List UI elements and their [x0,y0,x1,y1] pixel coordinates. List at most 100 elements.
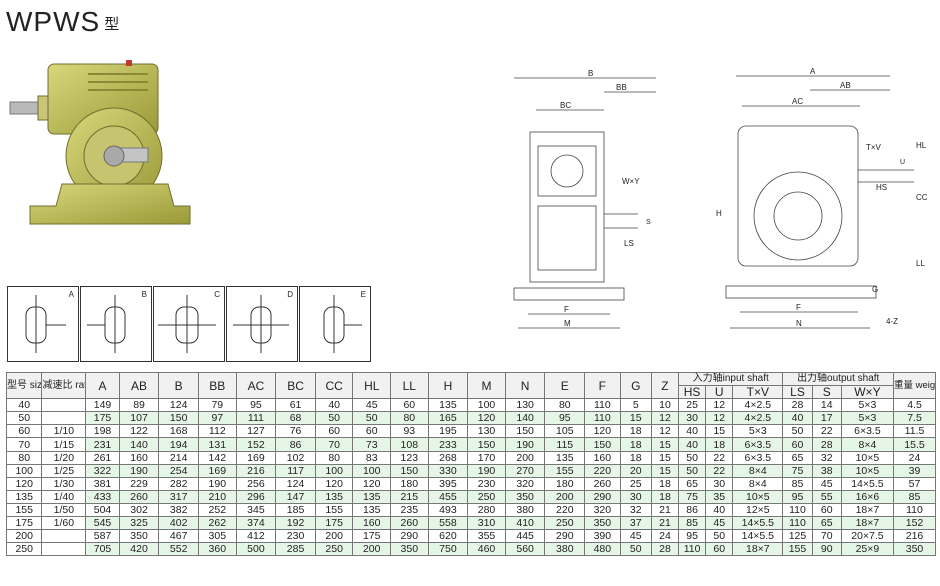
title-suffix: 型 [104,16,121,34]
gearbox-photo [9,60,191,225]
dim-cc: CC [916,193,928,202]
table-cell: 445 [504,529,546,544]
table-cell: 350 [893,542,936,557]
table-cell: 220 [544,502,586,518]
table-cell: 86 [678,502,707,518]
table-cell: 18 [619,450,652,465]
table-cell-size: 250 [5,542,43,557]
dim-bb: BB [616,83,627,92]
table-cell: 57 [893,476,936,491]
table-cell: 290 [390,529,429,544]
table-cell: 40 [705,502,734,518]
table-cell-size: 80 [5,450,43,465]
header-col-ac: AC [235,371,277,400]
table-cell: 50 [705,529,734,544]
table-cell: 73 [352,437,392,452]
config-box-d: D [226,286,298,362]
table-cell: 85 [893,489,936,504]
table-cell: 83 [352,450,392,465]
table-cell: 230 [467,476,506,491]
table-cell-ratio: 1/50 [41,502,87,518]
table-cell: 65 [811,516,842,531]
table-cell: 380 [544,542,586,557]
table-cell: 50 [352,411,392,426]
table-cell: 15 [650,450,680,465]
table-cell: 160 [352,516,392,531]
table-cell: 190 [118,463,160,478]
table-cell: 105 [544,424,586,439]
dim-wxy: W×Y [622,177,640,186]
table-cell: 130 [467,424,506,439]
config-diagram-a [25,295,66,353]
table-cell: 150 [158,411,200,426]
table-cell: 230 [275,529,316,544]
table-cell: 229 [118,476,160,491]
table-cell: 285 [275,542,316,557]
table-cell: 250 [314,542,354,557]
table-cell-size: 50 [5,411,43,426]
table-cell: 268 [427,450,469,465]
table-cell: 80 [544,398,586,413]
table-cell: 185 [275,502,316,518]
header-col-hl: HL [352,371,392,400]
config-diagram-b [87,295,126,353]
header-col-s: S [811,385,842,400]
table-cell: 180 [390,476,429,491]
config-label-c: C [214,290,220,299]
table-cell: 95 [678,529,707,544]
table-cell: 28 [782,398,813,413]
table-cell: 402 [158,516,200,531]
header-ratio: 减速比 ratio [41,371,87,400]
table-cell: 5×3 [732,424,784,439]
table-cell: 38 [811,463,842,478]
table-cell: 233 [427,437,469,452]
table-cell: 135 [314,489,354,504]
table-cell: 60 [390,398,429,413]
table-cell-ratio: 1/30 [41,476,87,491]
table-cell: 39 [893,463,936,478]
front-view-drawing: A AB AC H T×V U HS HL CC LL G F N 4-Z [716,67,928,329]
table-cell: 20×7.5 [840,529,895,544]
table-cell: 350 [504,489,546,504]
table-cell: 350 [390,542,429,557]
table-cell: 85 [782,476,813,491]
table-cell: 30 [619,489,652,504]
table-cell: 85 [678,516,707,531]
header-col-m: M [467,371,506,400]
table-cell: 7.5 [893,411,936,426]
table-cell: 15 [705,424,734,439]
header-col-bb: BB [198,371,237,400]
table-cell: 112 [198,424,237,439]
table-cell: 6×3.5 [840,424,895,439]
table-cell: 250 [544,516,586,531]
table-cell: 14 [811,398,842,413]
config-box-a: A [7,286,79,362]
table-cell: 95 [782,489,813,504]
table-cell: 123 [390,450,429,465]
header-col-ll: LL [390,371,429,400]
table-cell: 504 [85,502,120,518]
table-cell: 10 [650,398,680,413]
table-cell: 24 [650,529,680,544]
table-cell: 107 [118,411,160,426]
table-cell: 18 [650,476,680,491]
table-cell: 14×5.5 [732,516,784,531]
table-cell: 480 [584,542,621,557]
table-cell: 140 [118,437,160,452]
table-cell: 18×7 [840,502,895,518]
table-cell: 25 [678,398,707,413]
table-cell: 198 [85,424,120,439]
table-cell: 45 [811,476,842,491]
table-cell: 620 [427,529,469,544]
table-cell: 55 [811,489,842,504]
header-col-a: A [85,371,120,400]
table-cell: 12 [650,411,680,426]
table-cell: 195 [427,424,469,439]
table-cell: 125 [782,529,813,544]
